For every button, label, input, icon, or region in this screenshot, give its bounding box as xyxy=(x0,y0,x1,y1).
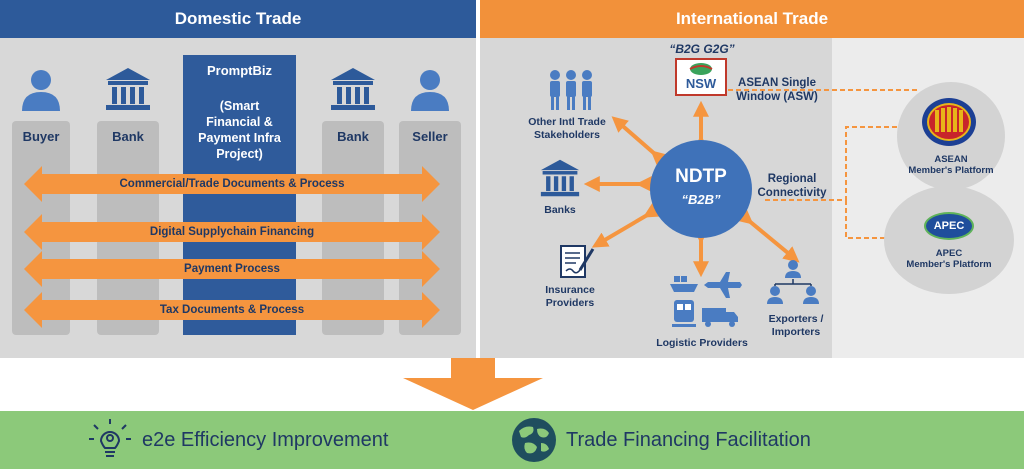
financing-text: Trade Financing Facilitation xyxy=(566,429,811,451)
dashed-link-regional xyxy=(765,126,921,239)
seller-person-icon xyxy=(411,70,449,111)
international-header: International Trade xyxy=(480,0,1024,38)
bank-right-label: Bank xyxy=(337,129,369,144)
flow-label-tax: Tax Documents & Process xyxy=(159,304,305,316)
arrow-ndtp-exporters xyxy=(736,208,800,263)
ndtp-subtitle: “B2B” xyxy=(681,192,721,207)
logistic-transport-icon xyxy=(670,272,742,327)
logistic-label: Logistic Providers xyxy=(656,337,748,349)
asean-platform-label: ASEAN Member's Platform xyxy=(908,154,994,176)
international-title: International Trade xyxy=(675,9,829,28)
domestic-title: Domestic Trade xyxy=(174,9,302,28)
exporters-label: Exporters / Importers xyxy=(768,313,824,338)
insurance-document-icon xyxy=(560,245,595,278)
promptbiz-title: PromptBiz xyxy=(207,63,272,78)
flow-arrow-commercial xyxy=(24,166,440,202)
banks-icon xyxy=(540,159,580,197)
asw-label: ASEAN Single Window (ASW) xyxy=(736,77,818,103)
promptbiz-column xyxy=(183,55,296,335)
stakeholders-group-icon xyxy=(550,70,592,110)
arrow-ndtp-stakeholders xyxy=(611,116,668,167)
apec-logo-icon: APEC xyxy=(924,212,974,240)
apec-platform-circle xyxy=(884,186,1014,294)
arrow-ndtp-insurance xyxy=(591,202,661,248)
flow-arrow-tax xyxy=(24,292,440,328)
ndtp-hub xyxy=(650,140,752,238)
b2g-g2g-label: “B2G G2G” xyxy=(669,42,735,56)
nsw-badge-text: NSW xyxy=(685,76,717,91)
asean-logo-icon xyxy=(922,98,976,146)
flow-label-supplychain: Digital Supplychain Financing xyxy=(149,226,315,238)
exporters-network-icon xyxy=(767,260,819,304)
bank-left-icon xyxy=(106,68,150,110)
bank-right-icon xyxy=(331,68,375,110)
down-arrow xyxy=(403,358,543,410)
lightbulb-icon xyxy=(89,419,131,457)
nsw-globe-icon xyxy=(689,63,713,75)
flow-label-payment: Payment Process xyxy=(184,263,280,275)
buyer-label: Buyer xyxy=(22,129,60,144)
domestic-header: Domestic Trade xyxy=(0,0,476,38)
nsw-logo: NSW xyxy=(675,58,727,96)
seller-label: Seller xyxy=(412,129,448,144)
apec-platform-label: APEC Member's Platform xyxy=(906,248,992,270)
promptbiz-description: (Smart Financial & Payment Infra Project… xyxy=(198,99,281,161)
flow-arrow-payment xyxy=(24,251,440,287)
bank-left-label: Bank xyxy=(112,129,144,144)
regional-connectivity-label: Regional Connectivity xyxy=(757,173,827,199)
flow-label-commercial: Commercial/Trade Documents & Process xyxy=(119,178,345,190)
banks-label: Banks xyxy=(544,204,576,216)
buyer-person-icon xyxy=(22,70,60,111)
apec-badge-text: APEC xyxy=(933,220,965,232)
ndtp-title: NDTP xyxy=(675,166,727,187)
flow-arrow-supplychain xyxy=(24,214,440,250)
stakeholders-label: Other Intl Trade Stakeholders xyxy=(528,116,606,141)
insurance-label: Insurance Providers xyxy=(545,284,595,309)
globe-icon xyxy=(512,418,556,462)
efficiency-text: e2e Efficiency Improvement xyxy=(142,429,389,451)
